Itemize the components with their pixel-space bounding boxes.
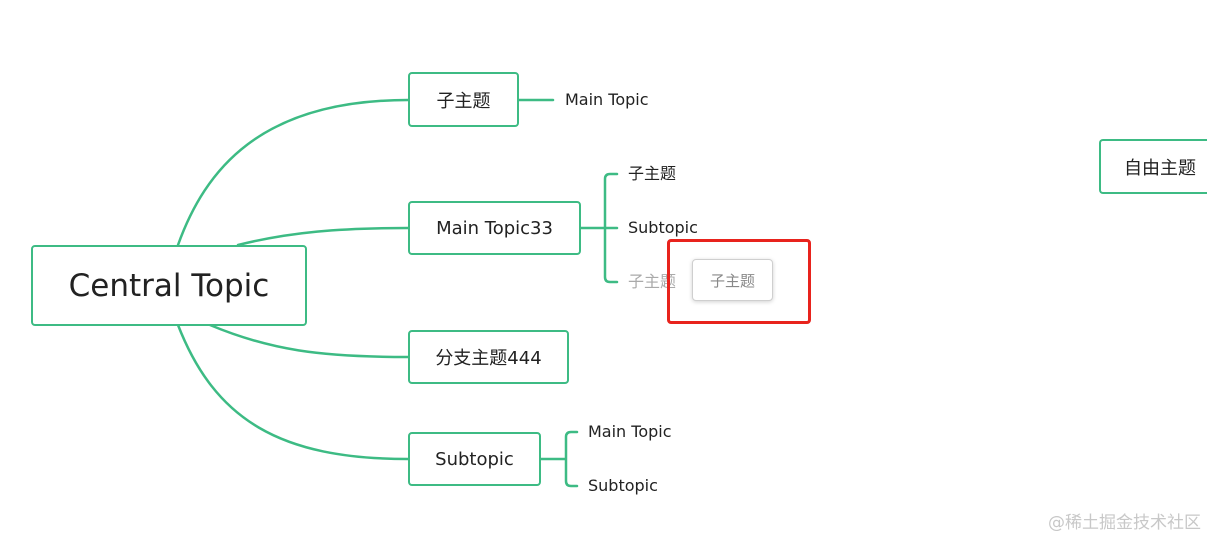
leaf-topic-2-1[interactable]: 子主题: [628, 164, 677, 183]
branch-topic-1[interactable]: 子主题: [408, 72, 519, 127]
watermark: @稀土掘金技术社区: [1048, 513, 1201, 533]
dragging-topic-ghost[interactable]: 子主题: [692, 259, 773, 301]
branch-topic-4[interactable]: Subtopic: [408, 432, 541, 486]
connector-bracket-2: [579, 172, 619, 284]
leaf-topic-4-1[interactable]: Main Topic: [588, 422, 672, 441]
branch-topic-3[interactable]: 分支主题444: [408, 330, 569, 384]
drag-highlight-box: [667, 239, 811, 324]
branch-topic-2[interactable]: Main Topic33: [408, 201, 581, 255]
floating-topic[interactable]: 自由主题: [1099, 139, 1207, 194]
leaf-topic-2-2[interactable]: Subtopic: [628, 218, 698, 237]
leaf-topic-1-1[interactable]: Main Topic: [565, 90, 649, 109]
connector-branch-1: [176, 98, 410, 247]
connector-bracket-4: [539, 430, 579, 488]
connector-branch-2: [236, 226, 410, 247]
connector-branch-4: [176, 323, 410, 461]
connector-branch-3: [208, 323, 410, 359]
leaf-topic-4-2[interactable]: Subtopic: [588, 476, 658, 495]
leaf-topic-2-3[interactable]: 子主题: [628, 272, 677, 291]
central-topic[interactable]: Central Topic: [31, 245, 307, 326]
